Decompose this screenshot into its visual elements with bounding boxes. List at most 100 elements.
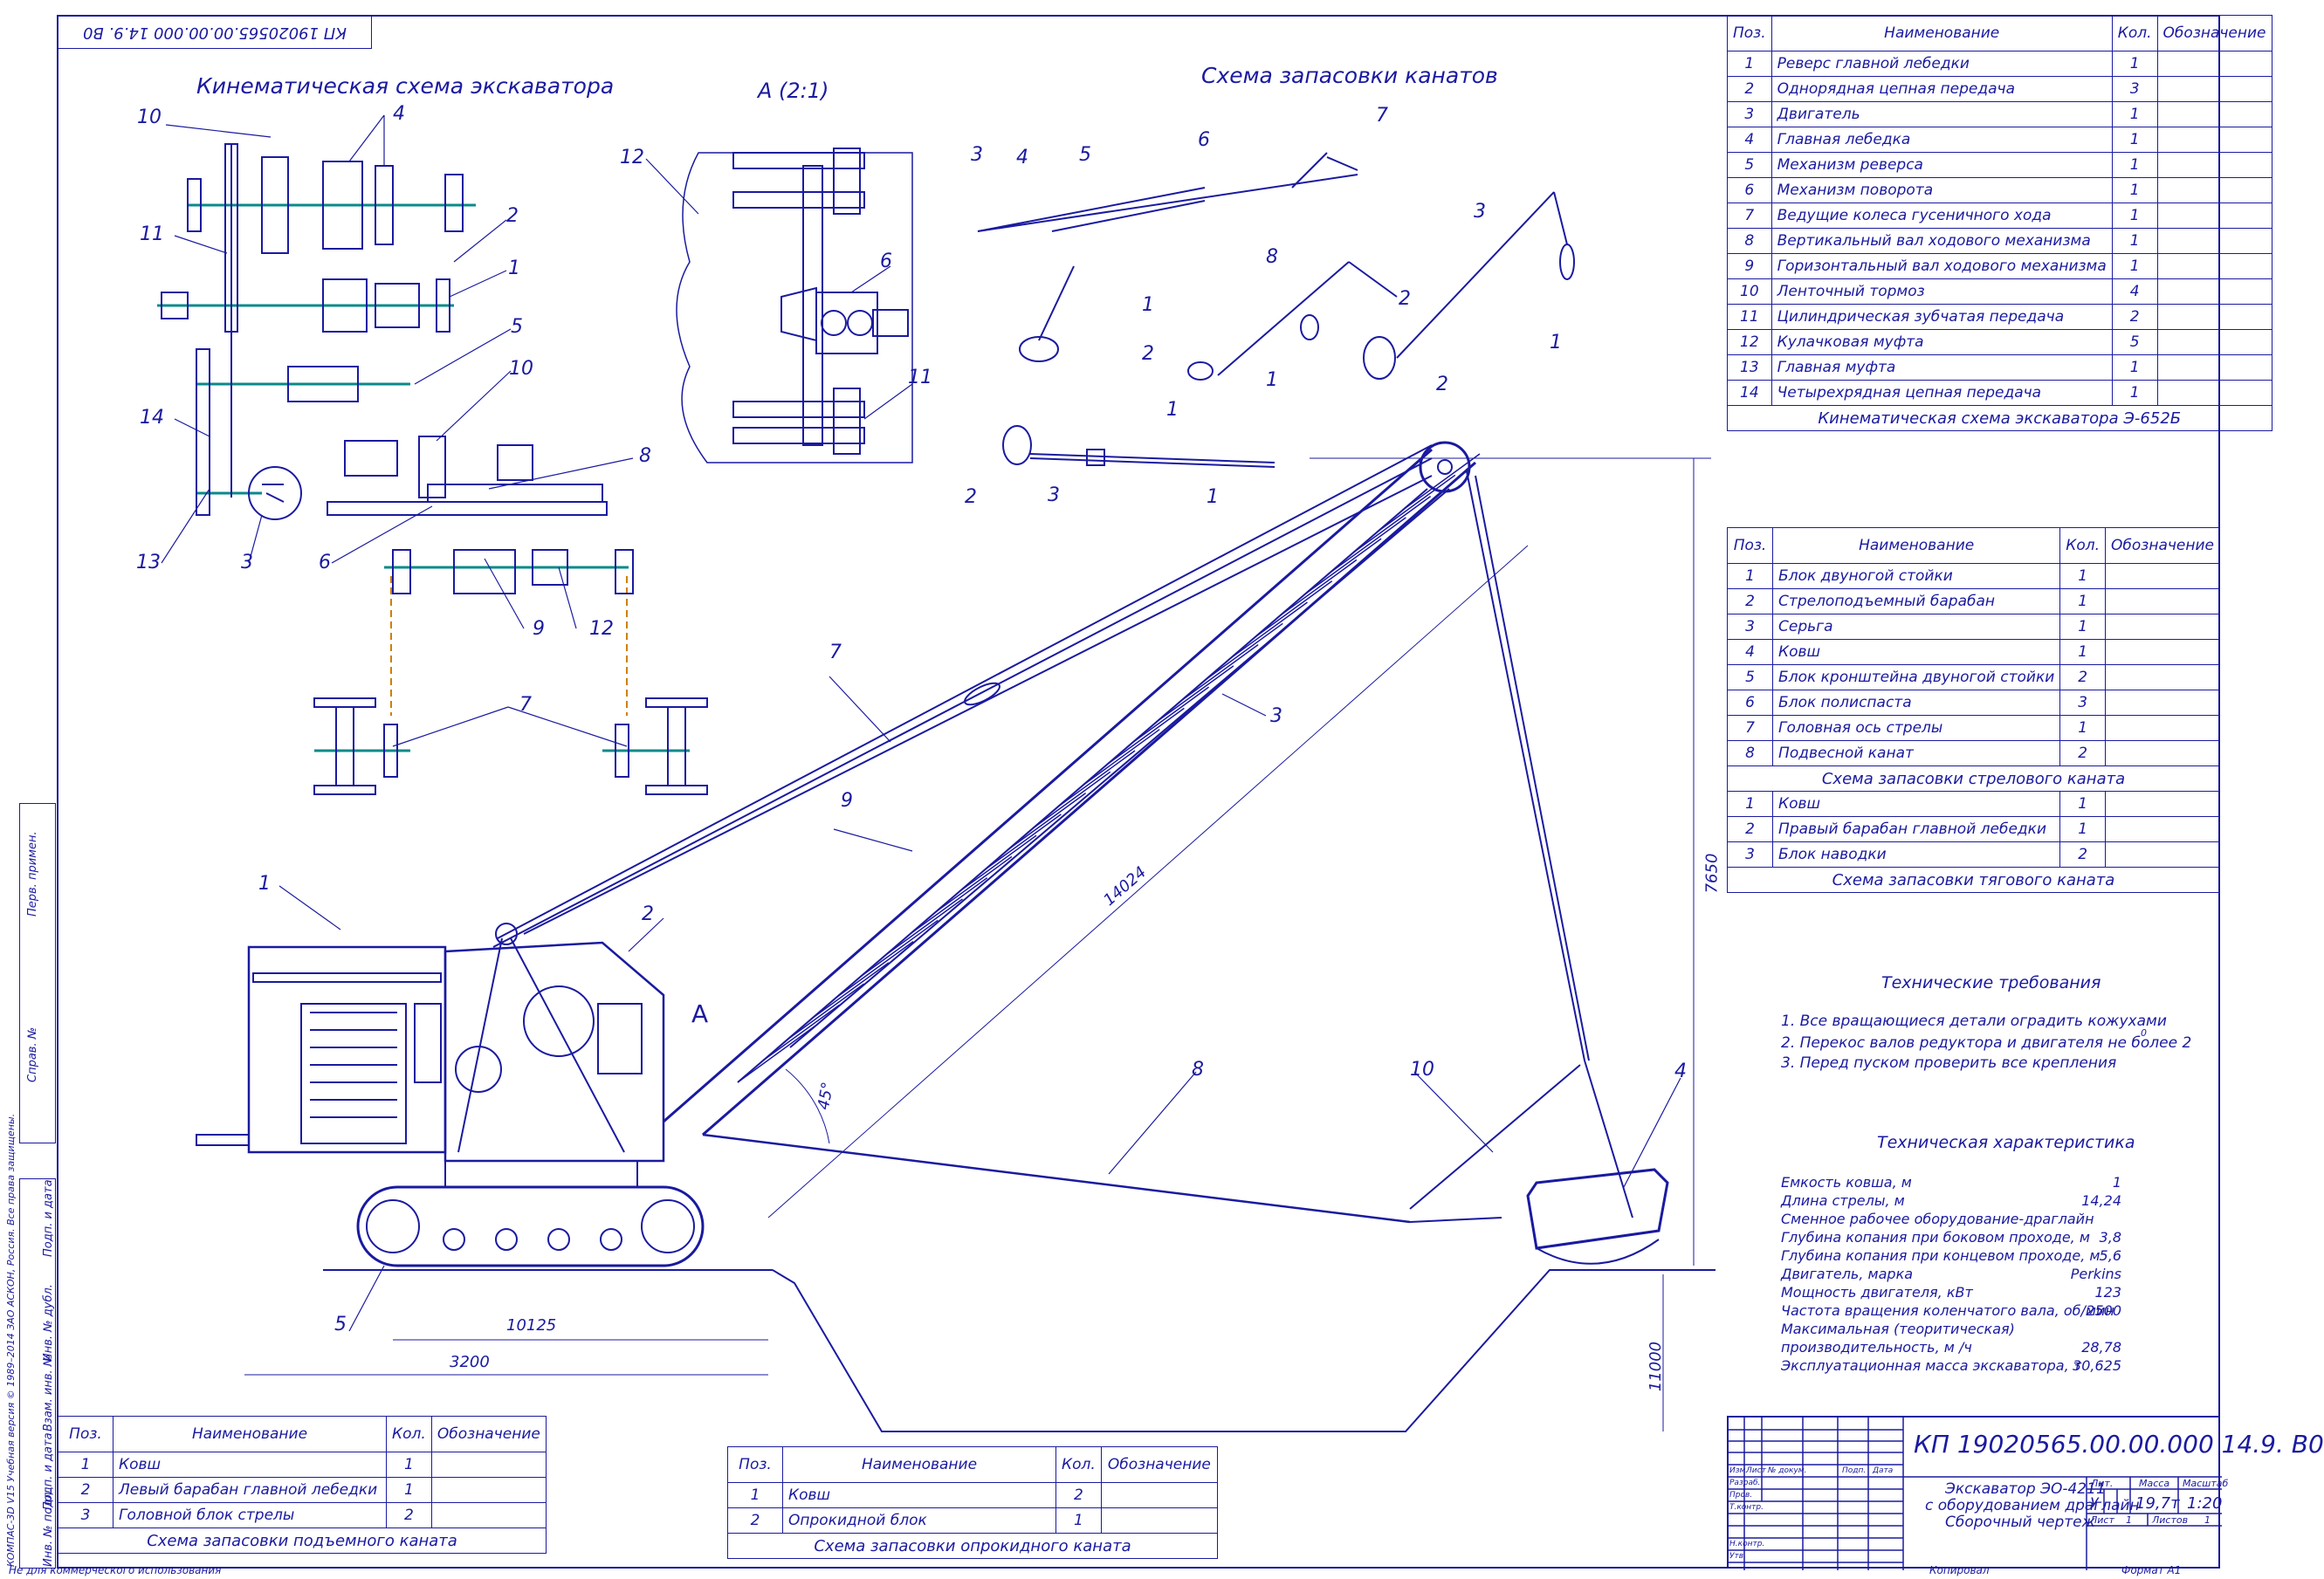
stamp-lit: У (2090, 1494, 2099, 1511)
cell-pos: 7 (1727, 203, 1772, 229)
cell-name: Блок кронштейна двуногой стойки (1772, 664, 2061, 690)
cell-qty: 3 (2111, 76, 2158, 102)
tech-char-value: 123 (2094, 1284, 2121, 1301)
th-pos: Поз. (1726, 527, 1774, 564)
stamp-role-nkontr: Н.контр. (1729, 1540, 1765, 1548)
cell-name: Механизм поворота (1771, 177, 2113, 203)
stamp-role-date: Дата (1873, 1466, 1894, 1475)
cell-name: Горизонтальный вал ходового механизма (1771, 253, 2113, 279)
tech-char-row: Сменное рабочее оборудование-драглайн (1781, 1211, 2121, 1229)
cell-qty: 1 (2111, 101, 2158, 127)
cell-pos: 2 (58, 1477, 113, 1503)
drawing-canvas (157, 114, 1715, 1432)
callout-k-3: 3 (241, 552, 253, 573)
callout-r-7: 7 (1376, 105, 1388, 127)
cell-pos: 12 (1727, 329, 1772, 355)
dim-height: 7650 (1702, 853, 1722, 894)
cell-pos: 4 (1727, 127, 1772, 153)
title-block-grid (1729, 1418, 2222, 1570)
cell-desig (2156, 354, 2272, 381)
title-view-a: А (2:1) (758, 79, 829, 103)
callout-r-3c: 3 (1048, 484, 1060, 506)
cell-name: Четырехрядная цепная передача (1771, 380, 2113, 406)
cell-name: Ленточный тормоз (1771, 278, 2113, 305)
callout-m-5: 5 (334, 1314, 347, 1335)
tech-char-value: 28,78 (2081, 1339, 2121, 1356)
tech-char-value: 2500 (2086, 1302, 2121, 1319)
tech-char-label: Максимальная (теоритическая) (1781, 1321, 2015, 1337)
callout-k-4: 4 (393, 103, 405, 125)
view-a (676, 148, 913, 463)
callout-r-1a: 1 (1142, 294, 1154, 316)
cell-desig (1100, 1507, 1219, 1534)
tech-req-2: 2. Перекос валов редуктора и двигателя н… (1781, 1034, 2192, 1052)
th-qty: Кол. (1055, 1446, 1102, 1483)
callout-k-6: 6 (319, 552, 331, 573)
cell-qty: 2 (386, 1502, 432, 1528)
cell-desig (2105, 715, 2220, 741)
tech-char-value: 30,625 (2073, 1357, 2121, 1374)
callout-a-6: 6 (880, 251, 892, 272)
cell-pos: 5 (1727, 152, 1772, 178)
cell-pos: 1 (1726, 563, 1774, 589)
th-desig: Обозначение (430, 1416, 547, 1452)
tech-char-title: Техническая характеристика (1877, 1133, 2135, 1152)
cell-qty: 4 (2111, 278, 2158, 305)
cell-name: Левый барабан главной лебедки (113, 1477, 387, 1503)
excavator (196, 441, 1715, 1432)
cell-qty: 2 (2059, 664, 2107, 690)
stamp-code: КП 19020565.00.00.000 14.9. В0 (1914, 1430, 2324, 1459)
cell-name: Подвесной канат (1772, 740, 2061, 766)
cell-desig (2156, 101, 2272, 127)
cell-desig (2105, 690, 2220, 716)
cell-name: Головной блок стрелы (113, 1502, 387, 1528)
callout-m-3: 3 (1270, 705, 1282, 727)
side-strip-top (19, 803, 56, 1143)
cell-desig (2105, 664, 2220, 690)
cell-name: Блок наводки (1772, 841, 2061, 868)
cell-desig (2156, 76, 2272, 102)
cell-name: Двигатель (1771, 101, 2113, 127)
cell-desig (2156, 278, 2272, 305)
rope-schemes (977, 152, 1575, 468)
title-kinematic: Кинематическая схема экскаватора (196, 73, 615, 99)
stamp-scale: 1:20 (2187, 1494, 2223, 1513)
tech-char-label: Частота вращения коленчатого вала, об/ми… (1781, 1302, 2114, 1319)
callout-r-2b: 2 (1399, 288, 1411, 310)
cell-pos: 3 (58, 1502, 113, 1528)
callout-r-5: 5 (1079, 144, 1091, 166)
th-desig: Обозначение (2105, 527, 2220, 564)
side-strip-bottom (19, 1178, 56, 1569)
callout-r-4: 4 (1016, 147, 1028, 168)
tech-char-label: Двигатель, марка (1781, 1266, 1914, 1282)
cell-qty: 1 (2111, 51, 2158, 77)
callout-r-1c: 1 (1550, 332, 1562, 354)
cell-qty: 1 (2111, 354, 2158, 381)
cell-desig (2105, 841, 2220, 868)
stamp-title-1: Экскаватор ЭО-4211 (1945, 1480, 2106, 1498)
tech-char-label: Мощность двигателя, кВт (1781, 1284, 1973, 1301)
stamp-role-utv: Утв. (1729, 1552, 1746, 1561)
cell-desig (2156, 228, 2272, 254)
tech-char-label: Глубина копания при концевом проходе, м (1781, 1247, 2101, 1264)
cell-pos: 6 (1727, 177, 1772, 203)
callout-r-1e: 1 (1166, 399, 1179, 421)
caption-lift: Схема запасовки подъемного каната (58, 1528, 547, 1554)
callout-k-11: 11 (140, 223, 164, 245)
cell-qty: 1 (2111, 152, 2158, 178)
